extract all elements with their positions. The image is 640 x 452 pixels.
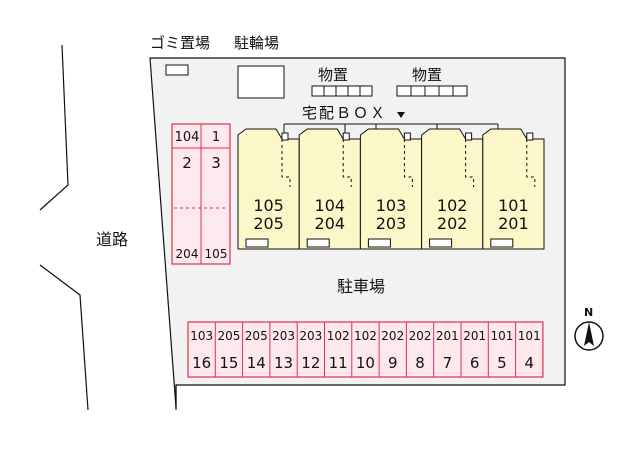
building-room-number: 201: [498, 214, 529, 233]
building-room-number: 102: [437, 196, 468, 215]
entrance: [306, 238, 330, 248]
parking-space-number: 6: [470, 354, 480, 372]
building-room-number: 202: [437, 214, 468, 233]
left-parking: [171, 123, 231, 265]
storage-b: [396, 85, 468, 97]
left-parking-room-label: 105: [205, 247, 228, 261]
left-parking-space-number: 3: [211, 154, 221, 172]
parking-space-number: 7: [443, 354, 453, 372]
parking-room-label: 102: [327, 329, 350, 343]
parking-room-label: 201: [436, 329, 459, 343]
left-parking-room-label: 204: [176, 247, 199, 261]
parking-room-label: 101: [490, 329, 513, 343]
delivery-box-unit: [465, 132, 473, 141]
entrance: [429, 238, 453, 248]
parking-room-label: 203: [299, 329, 322, 343]
north-arrow-icon: [584, 322, 594, 346]
building-room-number: 103: [376, 196, 407, 215]
left-parking-room-label: 104: [175, 130, 200, 145]
building-room-number: 104: [315, 196, 346, 215]
delivery-box-unit: [281, 132, 289, 141]
garbage-label: ゴミ置場: [150, 34, 210, 52]
north-label: N: [584, 306, 593, 319]
parking-space-number: 12: [301, 354, 320, 372]
parking-room-label: 202: [409, 329, 432, 343]
delivery-box-unit: [342, 132, 350, 141]
garbage-area: [165, 64, 189, 76]
left-parking-room-label: 1: [212, 130, 220, 145]
parking-space-number: 4: [524, 354, 534, 372]
road-edge-left-lower: [39, 264, 89, 411]
parking-room-label: 205: [217, 329, 240, 343]
left-parking-space-number: 2: [182, 154, 192, 172]
parking-space-number: 16: [192, 354, 211, 372]
parking-room-label: 203: [272, 329, 295, 343]
entrance: [367, 238, 391, 248]
road-label: 道路: [96, 230, 128, 249]
parking-space-number: 10: [356, 354, 375, 372]
parking-room-label: 205: [245, 329, 268, 343]
storage-b-label: 物置: [412, 66, 442, 84]
parking-space-number: 14: [247, 354, 266, 372]
parking-room-label: 103: [190, 329, 213, 343]
building-room-number: 204: [315, 214, 346, 233]
storage-a-label: 物置: [318, 66, 348, 84]
building-room-number: 105: [253, 196, 284, 215]
parking-space-number: 9: [388, 354, 398, 372]
parking-room-label: 102: [354, 329, 377, 343]
delivery-box-arrow-icon: [397, 112, 405, 118]
delivery-box-unit: [526, 132, 534, 141]
storage-a: [311, 85, 373, 97]
building-room-number: 205: [253, 214, 284, 233]
bicycle-label: 駐輪場: [234, 34, 279, 52]
parking-space-number: 15: [219, 354, 238, 372]
entrance: [245, 238, 269, 248]
north-compass: [574, 321, 604, 351]
parking-lot-label: 駐車場: [337, 277, 385, 296]
building-room-number: 101: [498, 196, 529, 215]
parking-space-number: 8: [415, 354, 425, 372]
parking-room-label: 101: [518, 329, 541, 343]
building-room-number: 203: [376, 214, 407, 233]
parking-room-label: 201: [463, 329, 486, 343]
bicycle-area: [237, 65, 285, 99]
parking-room-label: 202: [381, 329, 404, 343]
parking-space-number: 5: [497, 354, 507, 372]
bottom-parking: 1031620515205142031320312102111021020292…: [187, 321, 544, 378]
parking-space-number: 13: [274, 354, 293, 372]
delivery-box-unit: [403, 132, 411, 141]
parking-space-number: 11: [329, 354, 348, 372]
entrance: [490, 238, 514, 248]
delivery-box-label: 宅配ＢＯＸ: [302, 104, 387, 122]
road-edge-left: [39, 44, 69, 211]
